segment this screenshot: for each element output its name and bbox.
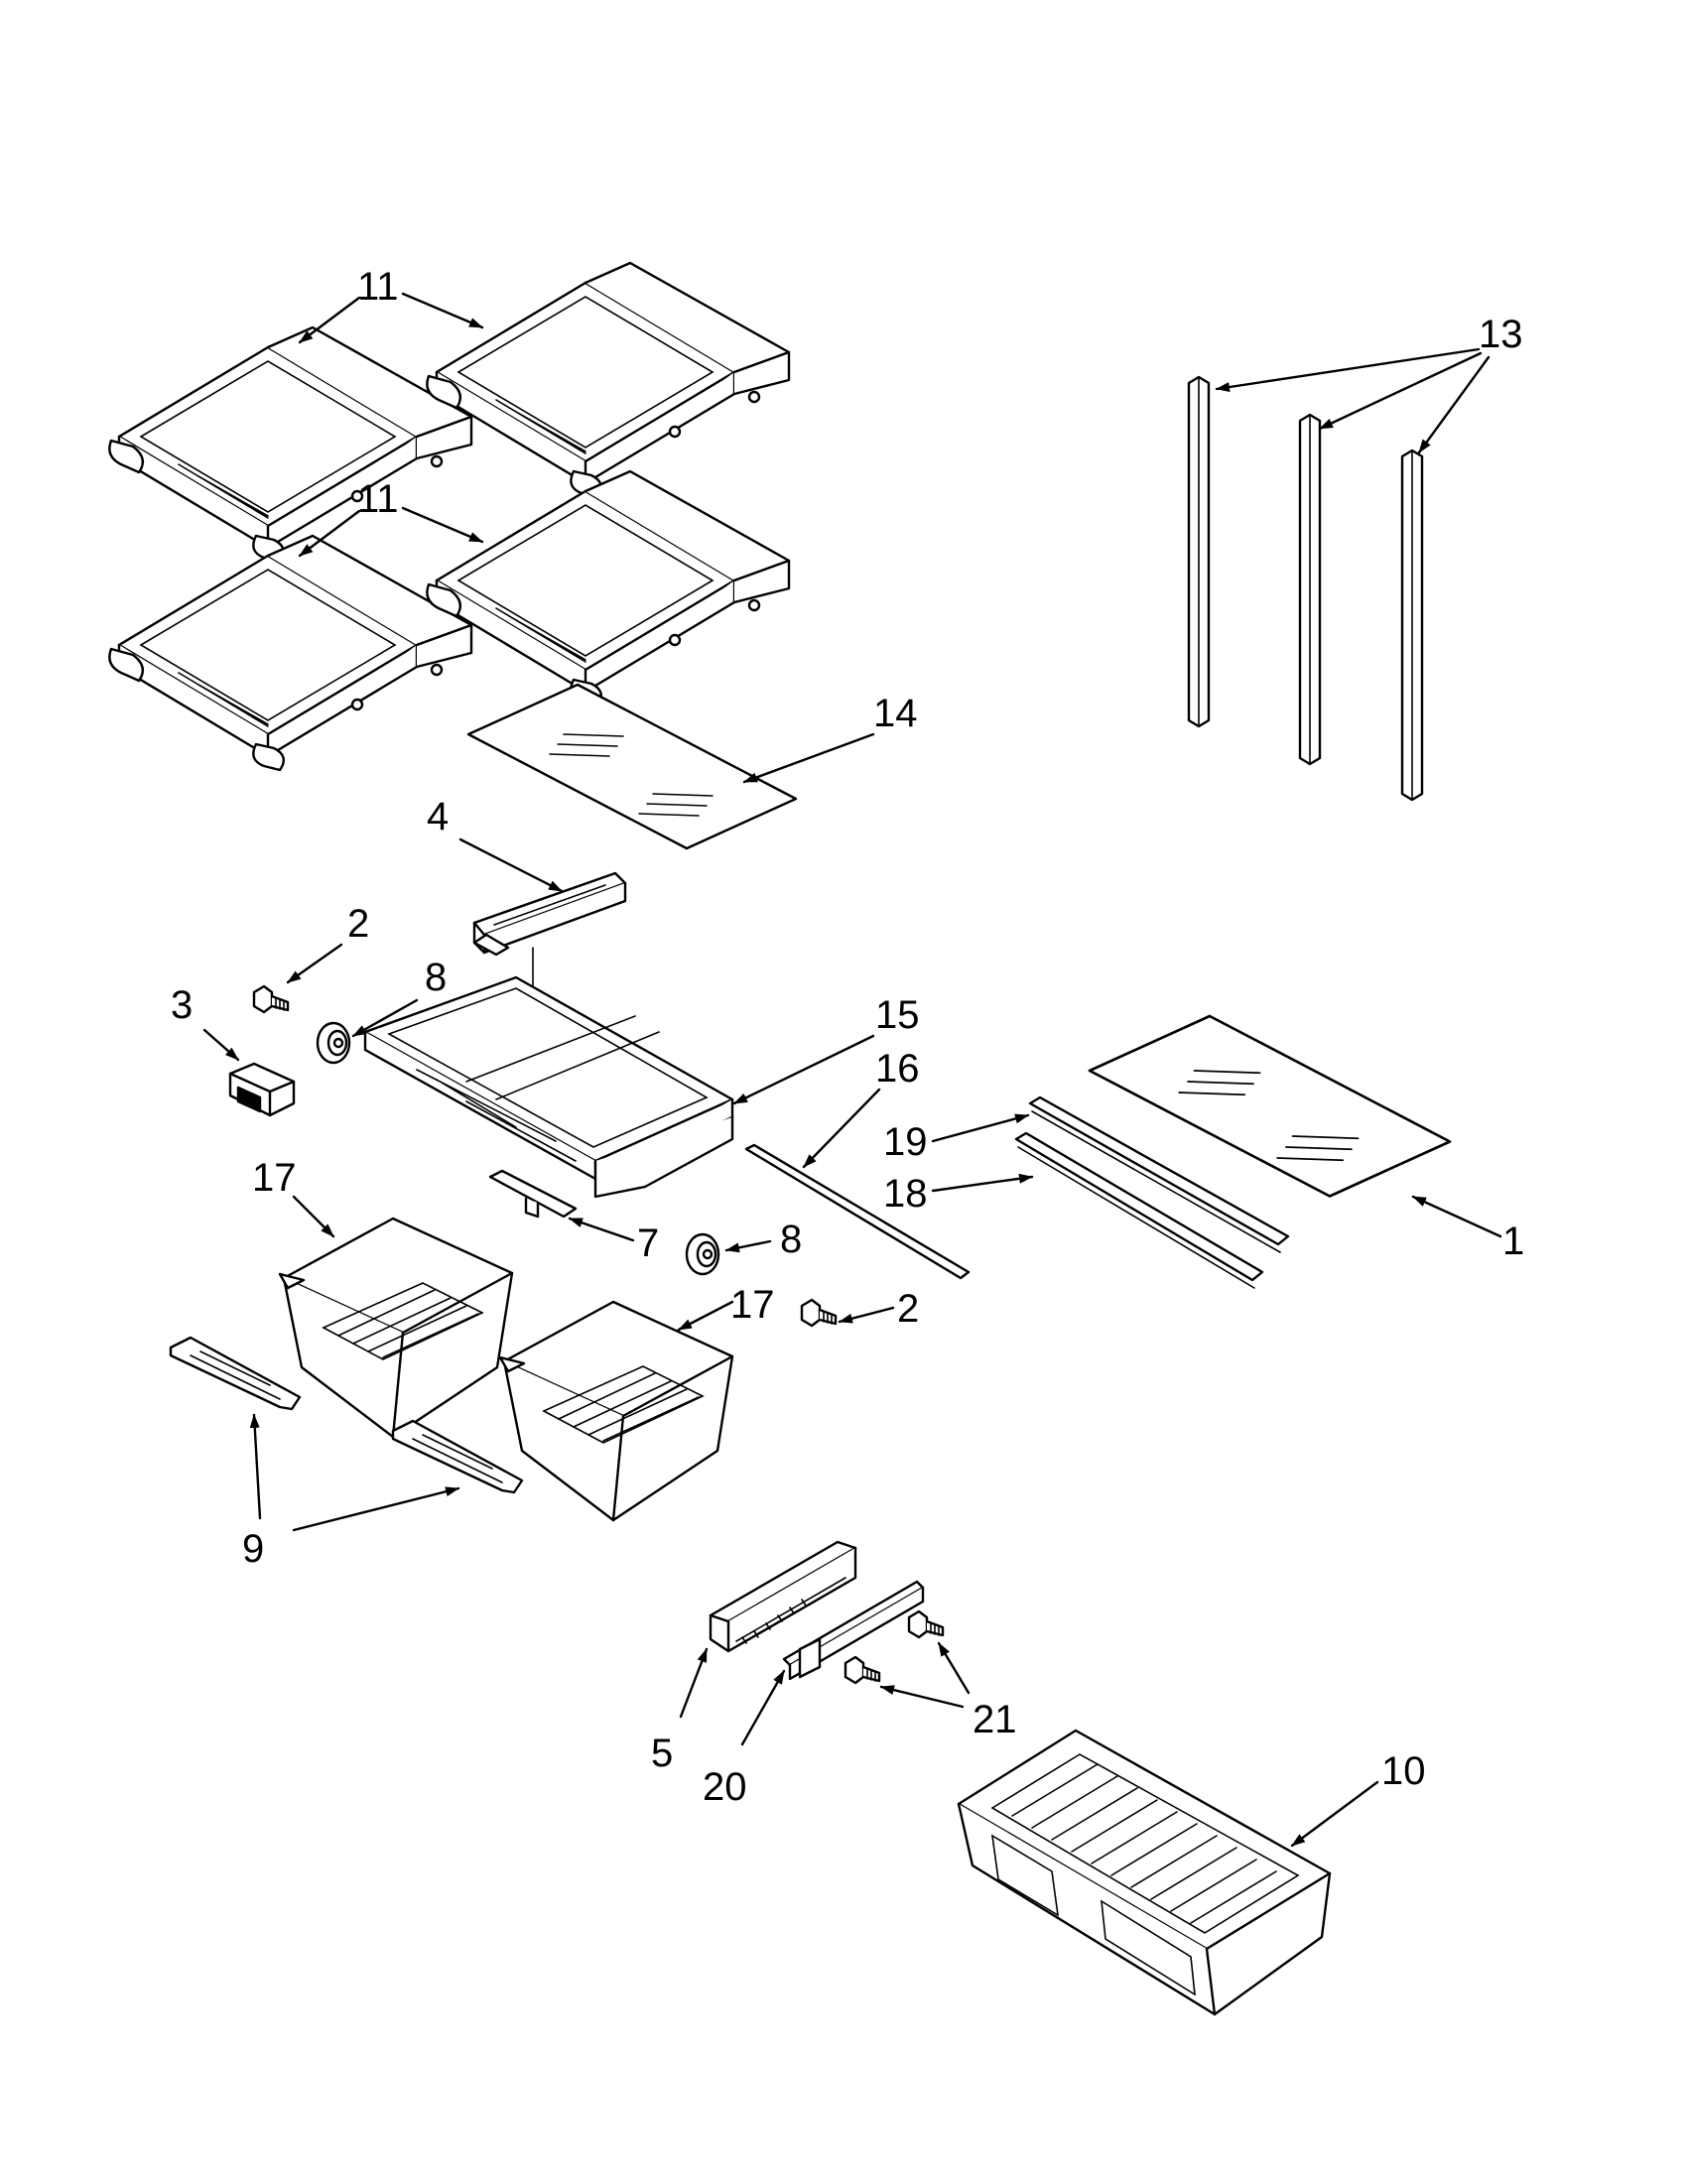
callout-labels: 11 11 13 14 4 2 8 3 15 16 19 18 1 17 7 8… xyxy=(171,265,1524,1809)
drawer-icon xyxy=(278,1217,514,1439)
callout-8: 8 xyxy=(780,1218,802,1261)
drawer-icon xyxy=(957,1729,1332,2016)
slide-icon xyxy=(709,1540,857,1653)
callout-11: 11 xyxy=(357,265,399,309)
shelf-icon xyxy=(108,325,473,564)
screw-icon xyxy=(844,1655,881,1685)
roller-icon xyxy=(685,1232,720,1276)
trim-icon xyxy=(744,1143,971,1280)
trim-icon xyxy=(1014,1131,1264,1289)
rail-icon xyxy=(1187,375,1211,728)
callout-9: 9 xyxy=(242,1527,264,1571)
rail-icon xyxy=(1400,449,1424,802)
callout-13: 13 xyxy=(1479,313,1523,356)
callout-16: 16 xyxy=(875,1047,920,1091)
callout-2: 2 xyxy=(347,902,369,946)
screw-icon xyxy=(907,1609,945,1639)
callout-11: 11 xyxy=(357,477,399,521)
shelf-icon xyxy=(426,261,791,499)
callout-3: 3 xyxy=(171,983,193,1027)
drawer-icon xyxy=(498,1300,734,1522)
clip-icon xyxy=(228,1062,296,1117)
leader-lines xyxy=(202,292,1502,1848)
callout-18: 18 xyxy=(883,1172,928,1216)
callout-10: 10 xyxy=(1381,1749,1426,1793)
trim-icon xyxy=(1028,1095,1290,1253)
screw-icon xyxy=(800,1298,838,1328)
handle-icon xyxy=(391,1419,524,1494)
bracket-icon xyxy=(488,1169,578,1219)
roller-icon xyxy=(316,1021,351,1065)
shelf-icon xyxy=(108,534,473,772)
callout-2: 2 xyxy=(897,1287,919,1331)
frame-icon xyxy=(363,975,734,1199)
callout-4: 4 xyxy=(427,795,449,838)
shelf-icon xyxy=(426,469,791,707)
callout-8: 8 xyxy=(425,956,447,999)
callout-21: 21 xyxy=(973,1698,1017,1741)
callout-7: 7 xyxy=(637,1221,659,1265)
handle-icon xyxy=(169,1336,302,1411)
callout-15: 15 xyxy=(875,993,920,1037)
rail-icon xyxy=(1298,413,1322,766)
screw-icon xyxy=(252,984,290,1014)
callout-17: 17 xyxy=(730,1283,775,1327)
callout-17: 17 xyxy=(252,1156,297,1200)
callout-14: 14 xyxy=(873,692,918,735)
callout-19: 19 xyxy=(883,1120,928,1164)
slide-icon xyxy=(782,1580,925,1681)
callout-20: 20 xyxy=(703,1765,747,1809)
callout-5: 5 xyxy=(651,1732,673,1775)
callout-1: 1 xyxy=(1502,1220,1524,1263)
glass-panel-icon xyxy=(466,683,798,850)
